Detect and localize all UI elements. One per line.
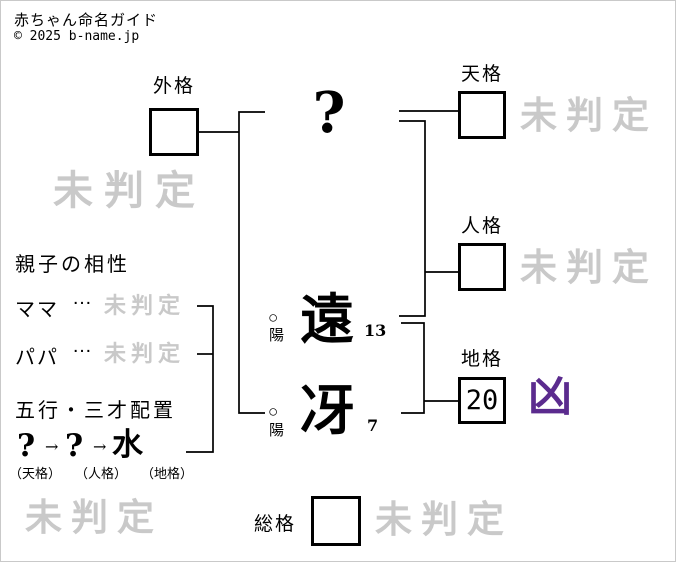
given-char-2: 冴: [300, 378, 354, 442]
chikaku-box: 20: [458, 377, 506, 424]
tenkaku-status-watermark: 未判定: [520, 93, 658, 137]
tenkaku-label: 天格: [460, 64, 503, 85]
compatibility-row-papa-dots: …: [72, 335, 92, 357]
soukaku-status-watermark: 未判定: [375, 497, 513, 541]
compatibility-row-mama-status: 未判定: [104, 293, 186, 319]
chikaku-value: 20: [465, 385, 499, 416]
soukaku-box: [311, 496, 361, 546]
copyright: © 2025 b-name.jp: [14, 29, 140, 44]
gaikaku-box: [149, 108, 199, 156]
site-title: 赤ちゃん命名ガイド: [14, 12, 159, 29]
given-char-1-marker-label: 陽: [269, 327, 285, 344]
gogyo-tenkaku-sublabel: （天格）: [9, 466, 62, 481]
gogyo-chikaku-element: 水: [112, 427, 143, 463]
given-char-2-marker-label: 陽: [269, 422, 285, 439]
tenkaku-box: [458, 91, 506, 139]
chikaku-status-kyo: 凶: [528, 371, 572, 422]
gaikaku-status-watermark: 未判定: [53, 167, 206, 214]
gogyo-jinkaku-element: ?: [65, 428, 84, 464]
gogyo-arrow-1: →: [45, 437, 59, 456]
soukaku-label: 総格: [254, 514, 297, 535]
gogyo-arrow-2: →: [93, 437, 107, 456]
given-char-1: 遠: [300, 287, 354, 351]
given-char-1-marker-circle: ○: [268, 308, 279, 327]
compatibility-row-papa-label: パパ: [15, 347, 59, 369]
compatibility-title: 親子の相性: [15, 254, 130, 276]
given-char-2-strokes: 7: [367, 416, 379, 435]
gogyo-tenkaku-element: ?: [17, 428, 36, 464]
jinkaku-status-watermark: 未判定: [520, 245, 658, 289]
compatibility-row-mama-dots: …: [72, 287, 92, 309]
surname-char: ?: [312, 80, 346, 146]
jinkaku-box: [458, 243, 506, 291]
gogyo-title: 五行・三才配置: [15, 400, 176, 422]
compatibility-row-mama-label: ママ: [15, 299, 59, 321]
given-char-2-marker-circle: ○: [268, 402, 279, 421]
gogyo-chikaku-sublabel: （地格）: [141, 466, 194, 481]
gogyo-jinkaku-sublabel: （人格）: [75, 466, 128, 481]
chikaku-label: 地格: [460, 349, 503, 370]
gaikaku-label: 外格: [152, 76, 195, 97]
jinkaku-label: 人格: [460, 216, 503, 237]
compatibility-row-papa-status: 未判定: [104, 341, 186, 367]
given-char-1-strokes: 13: [364, 321, 387, 340]
sansai-status-watermark: 未判定: [25, 495, 163, 539]
